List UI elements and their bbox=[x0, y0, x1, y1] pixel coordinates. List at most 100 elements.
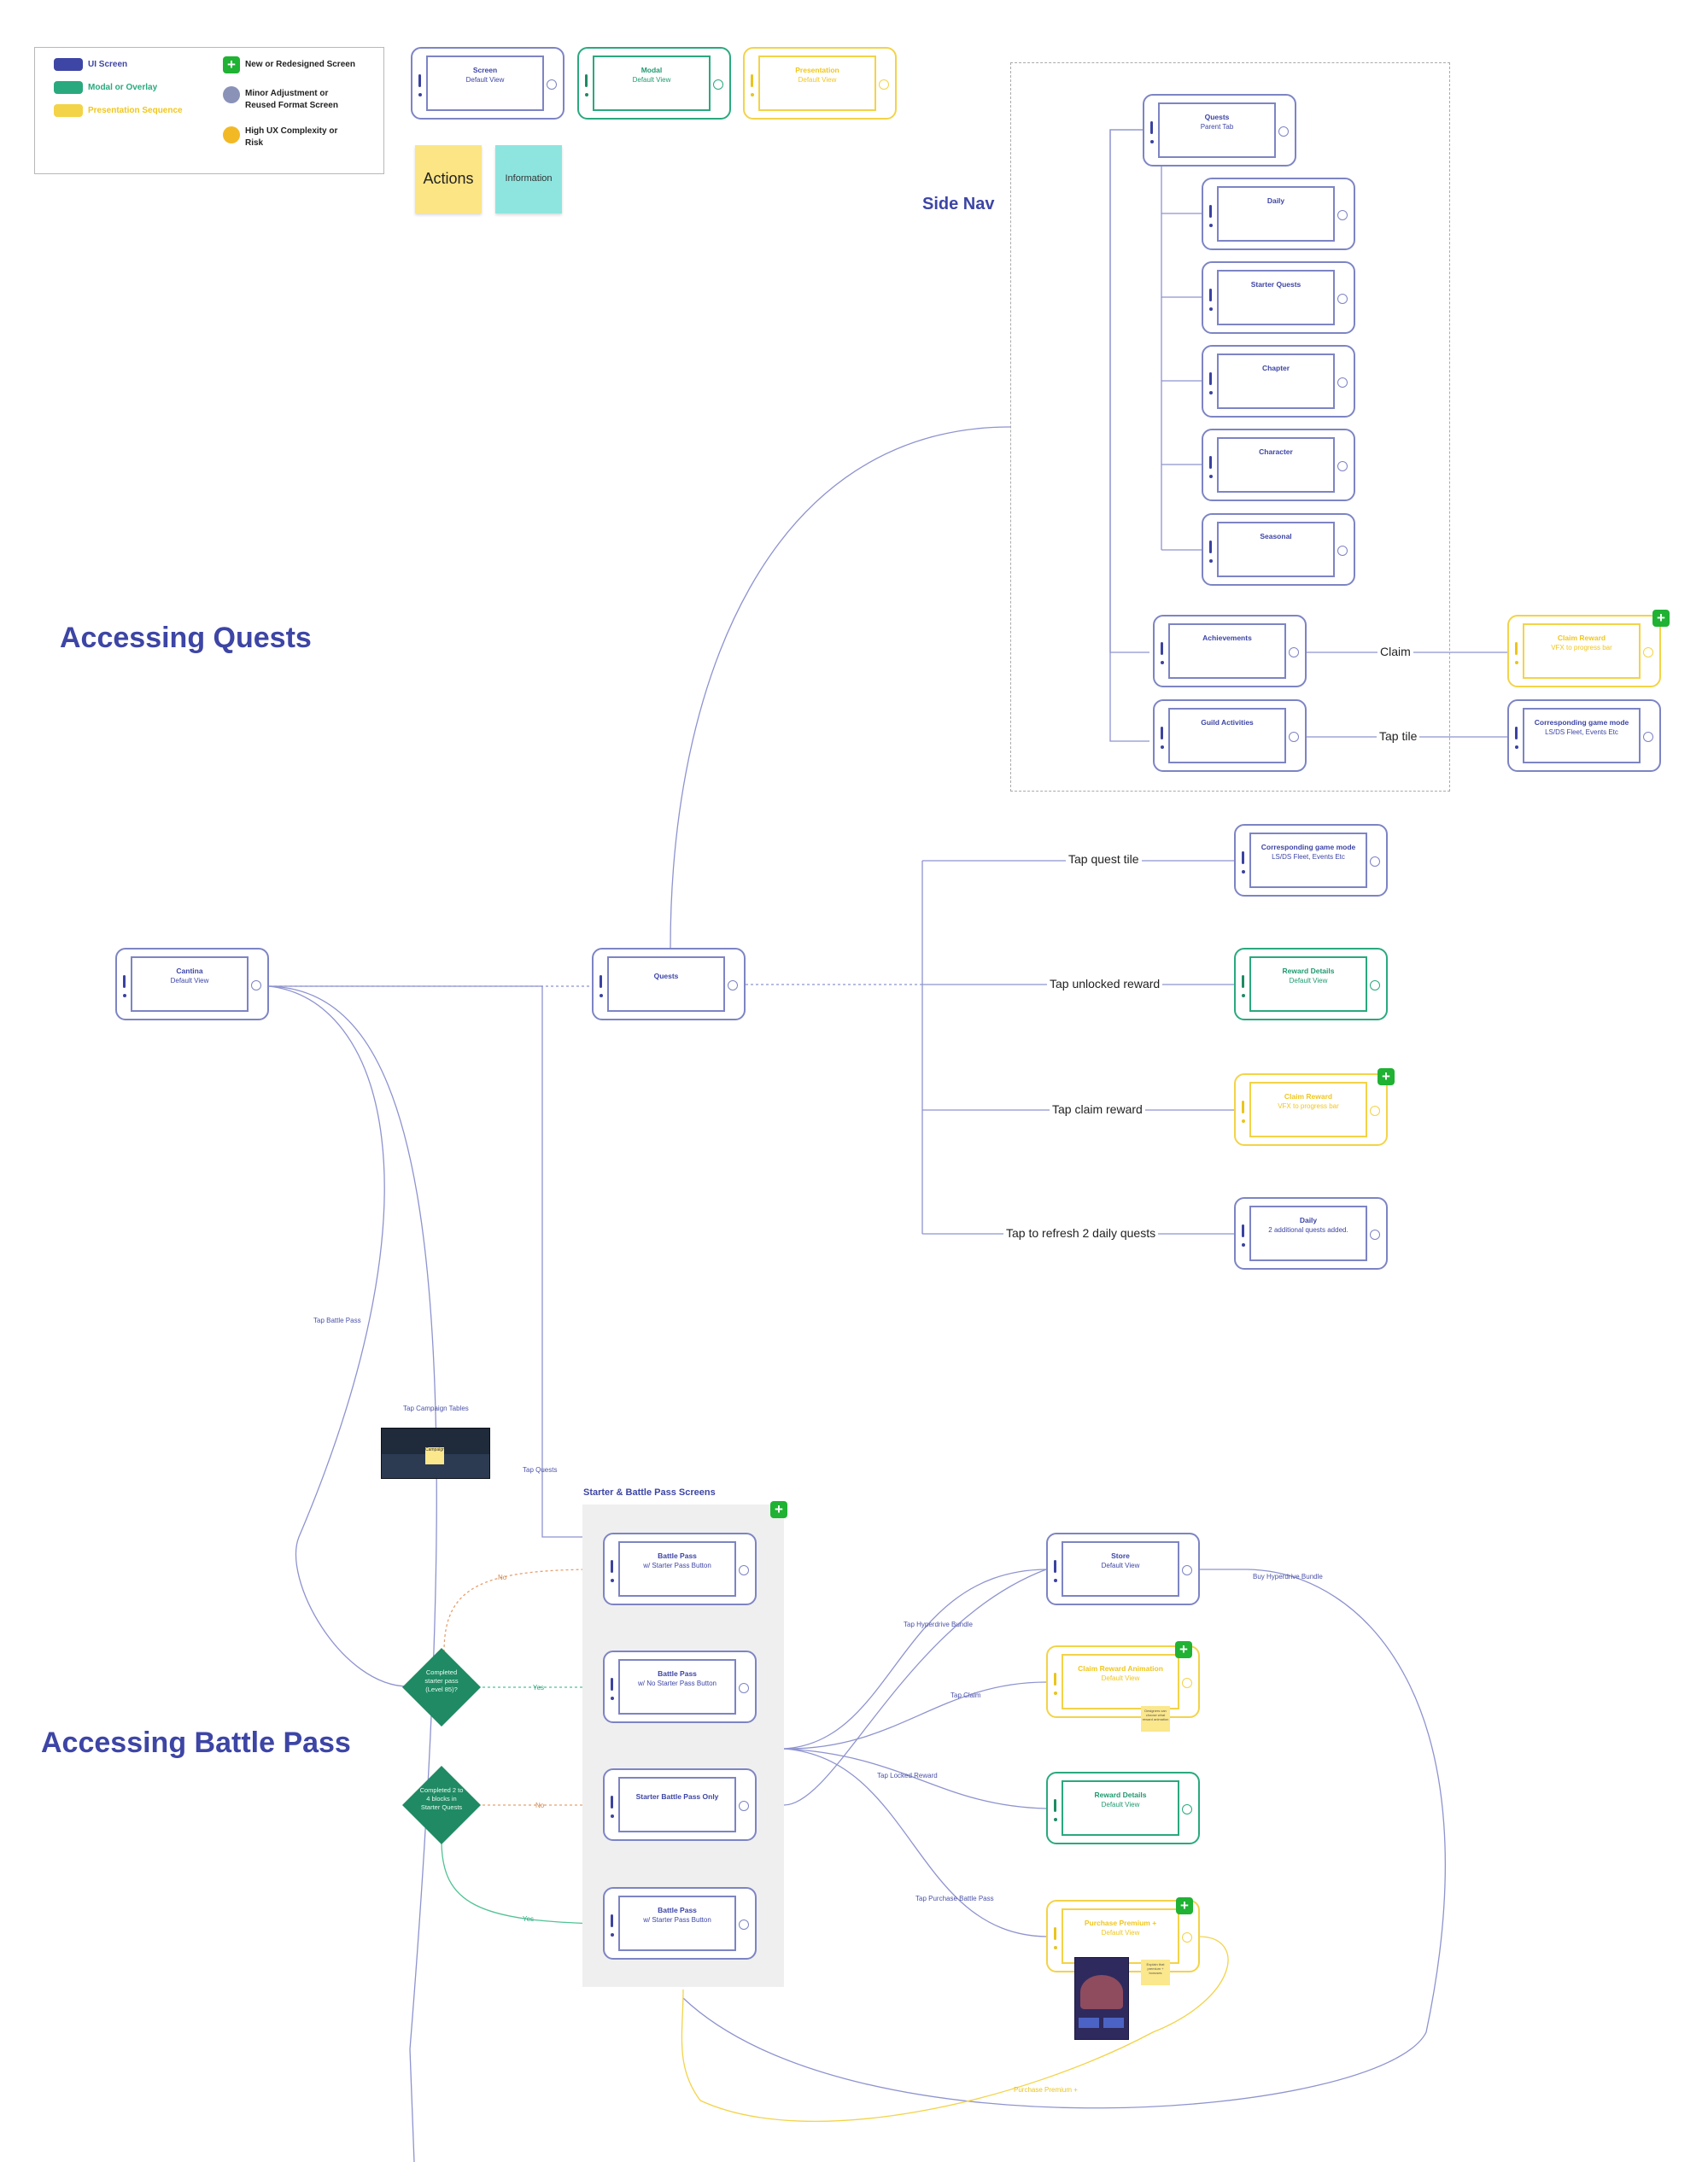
minor-adjustment-icon bbox=[223, 86, 240, 103]
risk-icon bbox=[223, 126, 240, 143]
tap-quests-label: Tap Quests bbox=[523, 1466, 558, 1474]
quests-node[interactable]: Quests bbox=[592, 948, 746, 1020]
node-sub: 2 additional quests added. bbox=[1268, 1226, 1348, 1234]
starter-quests-node[interactable]: Starter Quests bbox=[1202, 261, 1355, 334]
node-title: Battle Pass bbox=[658, 1551, 697, 1560]
tap-claim-reward-label: Tap claim reward bbox=[1050, 1102, 1145, 1116]
node-sub: VFX to progress bar bbox=[1278, 1102, 1339, 1110]
node-title: Modal bbox=[640, 66, 663, 74]
new-screen-icon: + bbox=[1175, 1641, 1192, 1658]
node-sub: LS/DS Fleet, Events Etc bbox=[1272, 853, 1345, 861]
tap-battle-pass-label: Tap Battle Pass bbox=[313, 1317, 361, 1324]
new-screen-icon: + bbox=[223, 56, 240, 73]
claim-animation-note: Designers can choose what reward animati… bbox=[1141, 1706, 1170, 1732]
legend-new-screen: New or Redesigned Screen bbox=[245, 60, 355, 69]
node-title: Quests bbox=[1204, 113, 1230, 121]
completed-starter-decision: Completed starter pass (Level 85)? bbox=[402, 1648, 481, 1727]
node-title: Daily bbox=[1299, 1216, 1318, 1224]
node-title: Reward Details bbox=[1094, 1791, 1147, 1799]
new-screen-icon: + bbox=[1652, 610, 1670, 627]
tap-tile-edge-label: Tap tile bbox=[1377, 729, 1420, 743]
node-title: Purchase Premium + bbox=[1084, 1919, 1157, 1927]
legend-minor-1: Minor Adjustment or bbox=[245, 89, 329, 98]
tap-quest-tile-label: Tap quest tile bbox=[1066, 852, 1142, 866]
new-screen-icon: + bbox=[1176, 1897, 1193, 1914]
node-title: Quests bbox=[653, 972, 679, 980]
accessing-quests-title: Accessing Quests bbox=[60, 622, 312, 654]
yes-label: Yes bbox=[533, 1684, 545, 1692]
thumbnail-button bbox=[1079, 2018, 1099, 2028]
node-sub: Default View bbox=[170, 977, 209, 985]
node-title: Guild Activities bbox=[1201, 718, 1254, 727]
node-sub: w/ Starter Pass Button bbox=[643, 1916, 711, 1924]
daily-refresh-node[interactable]: Daily 2 additional quests added. bbox=[1234, 1197, 1388, 1270]
presentation-swatch bbox=[54, 104, 83, 117]
node-title: Claim Reward bbox=[1557, 634, 1606, 642]
node-sub: w/ Starter Pass Button bbox=[643, 1562, 711, 1569]
node-title: Starter Battle Pass Only bbox=[635, 1792, 719, 1801]
information-sticky: Information bbox=[495, 145, 562, 213]
node-title: Corresponding game mode bbox=[1261, 843, 1356, 851]
battle-pass-starter-button-node[interactable]: Battle Pass w/ Starter Pass Button bbox=[603, 1533, 757, 1605]
thumbnail-button bbox=[1103, 2018, 1124, 2028]
node-sub: Default View bbox=[1289, 977, 1328, 985]
node-title: Claim Reward bbox=[1284, 1092, 1333, 1101]
side-nav-box bbox=[1010, 62, 1450, 792]
node-sub: Default View bbox=[465, 76, 505, 84]
legend-minor-2: Reused Format Screen bbox=[245, 101, 338, 110]
legend-modal: Modal or Overlay bbox=[88, 83, 158, 92]
node-title: Claim Reward Animation bbox=[1078, 1664, 1163, 1673]
no-label: No bbox=[535, 1802, 545, 1809]
actions-sticky: Actions bbox=[415, 145, 482, 213]
battle-pass-starter-button-node-2[interactable]: Battle Pass w/ Starter Pass Button bbox=[603, 1887, 757, 1960]
node-sub: Default View bbox=[632, 76, 671, 84]
node-sub: Default View bbox=[1101, 1562, 1140, 1569]
tap-campaign-tables-label: Tap Campaign Tables bbox=[403, 1405, 469, 1412]
claim-edge-label: Claim bbox=[1378, 645, 1413, 658]
daily-node[interactable]: Daily bbox=[1202, 178, 1355, 250]
ui-screen-swatch bbox=[54, 58, 83, 71]
guild-activities-node[interactable]: Guild Activities bbox=[1153, 699, 1307, 772]
chapter-node[interactable]: Chapter bbox=[1202, 345, 1355, 418]
decision-diamond-shape bbox=[402, 1648, 481, 1727]
node-title: Store bbox=[1111, 1551, 1130, 1560]
seasonal-node[interactable]: Seasonal bbox=[1202, 513, 1355, 586]
starter-battle-pass-only-node[interactable]: Starter Battle Pass Only bbox=[603, 1768, 757, 1841]
node-sub: Parent Tab bbox=[1200, 123, 1234, 131]
node-title: Presentation bbox=[795, 66, 839, 74]
thumbnail-character bbox=[1080, 1975, 1123, 2009]
node-title: Screen bbox=[472, 66, 498, 74]
node-title: Starter Quests bbox=[1250, 280, 1301, 289]
node-sub: Default View bbox=[1101, 1801, 1140, 1808]
node-title: Battle Pass bbox=[658, 1906, 697, 1914]
node-sub: Default View bbox=[1101, 1674, 1140, 1682]
new-screen-icon: + bbox=[1378, 1068, 1395, 1085]
decision-diamond-shape bbox=[402, 1766, 481, 1844]
node-sub: Default View bbox=[1101, 1929, 1140, 1937]
legend-risk-1: High UX Complexity or bbox=[245, 126, 338, 136]
tap-hyperdrive-label: Tap Hyperdrive Bundle bbox=[904, 1621, 973, 1628]
character-node[interactable]: Character bbox=[1202, 429, 1355, 501]
sticky-label: Information bbox=[505, 173, 553, 184]
purchase-premium-note: Explain that premium + bonuses bbox=[1141, 1960, 1170, 1985]
campaign-tables-thumbnail: Campaign bbox=[381, 1428, 490, 1479]
achievements-node[interactable]: Achievements bbox=[1153, 615, 1307, 687]
thumbnail-note: Campaign bbox=[425, 1447, 445, 1464]
node-sub: Default View bbox=[798, 76, 837, 84]
legend-presentation: Presentation Sequence bbox=[88, 106, 183, 115]
